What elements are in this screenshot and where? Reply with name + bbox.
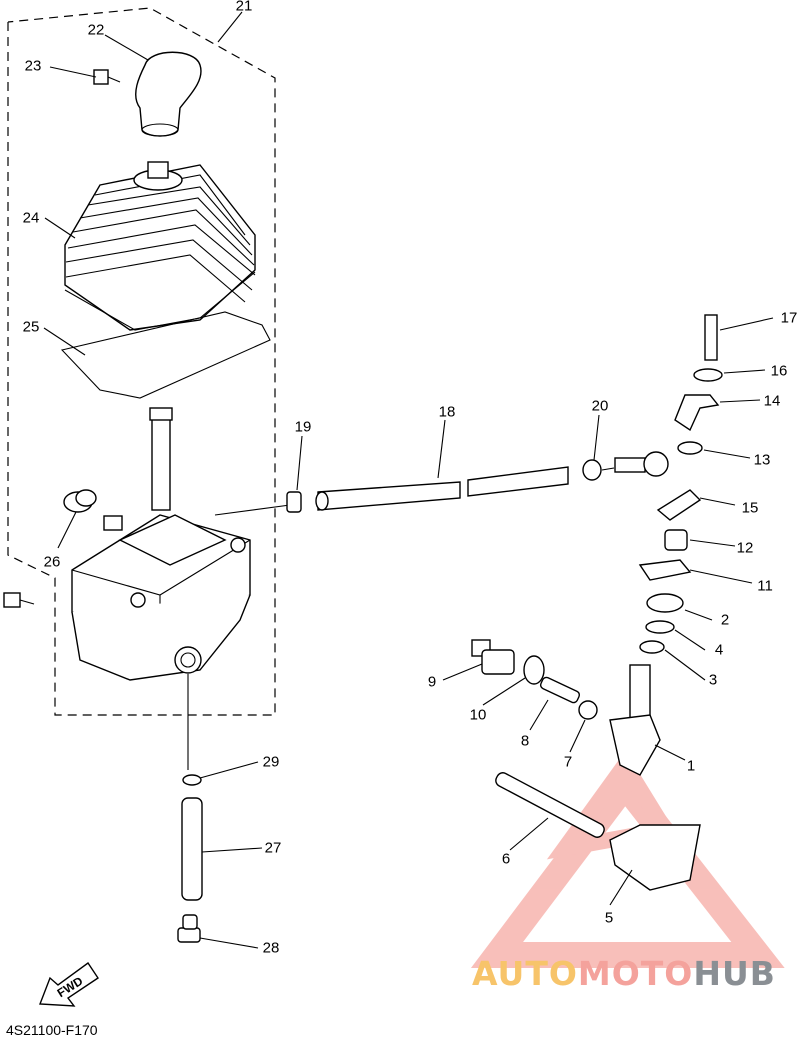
shaft-6	[495, 772, 605, 838]
callout-9: 9	[427, 673, 437, 691]
diagram-code: 4S21100-F170	[6, 1022, 98, 1038]
callout-1: 1	[686, 757, 696, 775]
fork-5	[609, 824, 701, 891]
callout-7: 7	[563, 753, 573, 771]
callout-15: 15	[741, 499, 759, 517]
washer-16	[693, 368, 723, 382]
shift-boot	[64, 161, 256, 331]
callout-4: 4	[714, 641, 724, 659]
callout-26: 26	[43, 553, 61, 571]
pin	[181, 797, 203, 901]
shift-shaft-1	[609, 664, 661, 776]
shift-lever-rod	[149, 407, 173, 511]
assembly-boundary	[7, 7, 276, 716]
watermark-text: AUTOMOTOHUB	[472, 954, 776, 993]
callout-2: 2	[720, 611, 730, 629]
callout-28: 28	[262, 939, 280, 957]
callout-5: 5	[604, 909, 614, 927]
rod-end	[614, 451, 669, 477]
screw-9	[471, 639, 515, 675]
callout-20: 20	[591, 397, 609, 415]
washer-10	[523, 655, 545, 685]
bracket-15	[656, 489, 702, 521]
callout-10: 10	[469, 706, 487, 724]
callout-6: 6	[501, 850, 511, 868]
washer-3	[639, 640, 665, 654]
watermark-auto: AUTO	[472, 954, 578, 993]
callout-21: 21	[235, 0, 253, 15]
callout-18: 18	[438, 403, 456, 421]
ball-7	[578, 700, 598, 720]
shift-rod	[214, 459, 615, 516]
callout-29: 29	[262, 753, 280, 771]
clip	[182, 774, 202, 786]
callout-16: 16	[770, 362, 788, 380]
leader-lines	[43, 11, 774, 949]
callout-8: 8	[520, 732, 530, 750]
collar-12	[664, 529, 688, 551]
callout-23: 23	[24, 57, 42, 75]
callout-22: 22	[87, 21, 105, 39]
callout-24: 24	[22, 209, 40, 227]
callout-12: 12	[736, 539, 754, 557]
callout-19: 19	[294, 418, 312, 436]
bushing	[63, 489, 97, 513]
shifter-housing	[71, 514, 251, 681]
watermark-moto: MOTO	[577, 954, 694, 993]
bracket-14	[674, 394, 720, 432]
knob-screw	[93, 69, 121, 85]
clip-4	[645, 620, 675, 634]
spring-8	[539, 676, 581, 704]
callout-17: 17	[780, 309, 798, 327]
callout-13: 13	[753, 451, 771, 469]
fwd-arrow	[39, 962, 99, 1007]
callout-27: 27	[264, 839, 282, 857]
callout-11: 11	[757, 577, 773, 595]
plate-11	[638, 559, 692, 581]
bolt-17	[704, 314, 718, 361]
mount-bolt	[3, 592, 35, 608]
bearing-2	[646, 593, 684, 613]
callout-25: 25	[22, 318, 40, 336]
callout-3: 3	[708, 671, 718, 689]
plug	[177, 914, 201, 943]
shift-knob	[135, 51, 202, 137]
boot-gasket	[60, 311, 271, 399]
callout-14: 14	[763, 392, 781, 410]
watermark-hub: HUB	[693, 954, 776, 993]
washer-13	[677, 441, 703, 455]
